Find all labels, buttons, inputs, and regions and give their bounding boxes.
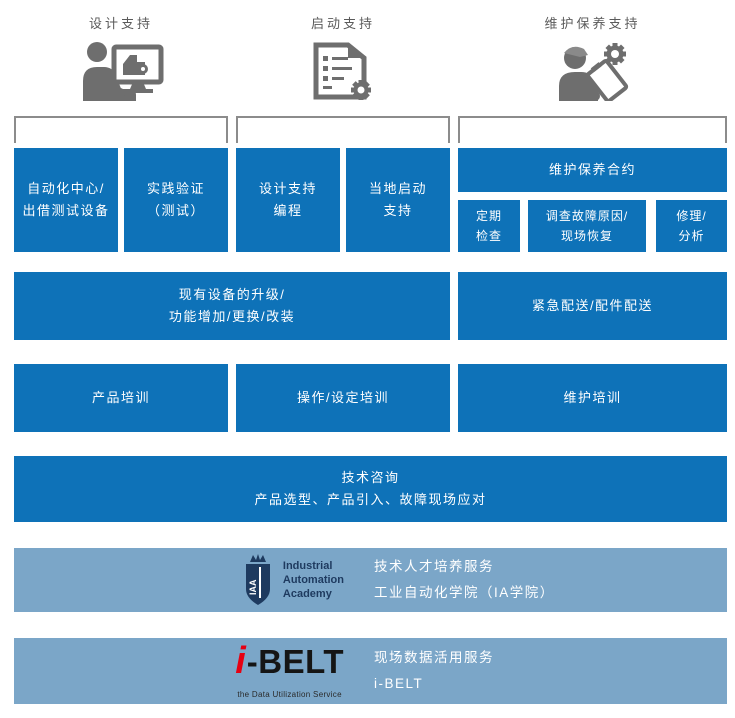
ibelt-banner: i-BELT the Data Utilization Service 现场数据…: [14, 638, 727, 704]
column-header-design: 设计支持: [88, 16, 153, 31]
box-line: 紧急配送/配件配送: [531, 298, 654, 313]
box-line: 设计支持: [258, 181, 317, 196]
ibelt-logo-belt: -BELT: [246, 642, 344, 680]
box-line: 自动化中心/: [27, 181, 105, 196]
box-line: 编程: [273, 203, 303, 218]
box-local-startup-support: 当地启动 支持: [346, 148, 450, 252]
box-line: 产品培训: [91, 390, 150, 405]
box-line: 分析: [678, 229, 705, 243]
box-repair-analysis: 修理/ 分析: [656, 200, 727, 252]
box-line: 定期: [475, 209, 502, 223]
box-line: 实践验证: [146, 181, 205, 196]
box-failure-investigation: 调查故障原因/ 现场恢复: [528, 200, 646, 252]
column-header-startup: 启动支持: [310, 16, 375, 31]
column-header-maintenance: 维护保养支持: [544, 16, 641, 31]
box-design-support-programming: 设计支持 编程: [236, 148, 340, 252]
ibelt-logo-tagline: the Data Utilization Service: [237, 689, 342, 699]
technician-clipboard-gear-icon: [458, 40, 727, 102]
document-gear-icon: [236, 40, 450, 102]
box-line: 维护培训: [563, 390, 622, 405]
academy-logo-wordmark: Industrial Automation Academy: [282, 560, 344, 600]
box-operation-training: 操作/设定培训: [236, 364, 450, 432]
ibelt-logo-i: i: [235, 639, 246, 682]
box-product-training: 产品培训: [14, 364, 228, 432]
box-line: 出借测试设备: [22, 203, 110, 218]
box-line: 检查: [475, 229, 502, 243]
box-line: 产品选型、产品引入、故障现场应对: [254, 492, 487, 507]
box-line: 维护保养合约: [548, 162, 636, 177]
box-line: 技术咨询: [341, 470, 400, 485]
box-maintenance-contract: 维护保养合约: [458, 148, 727, 192]
box-technical-consulting: 技术咨询 产品选型、产品引入、故障现场应对: [14, 456, 727, 522]
box-line: 调查故障原因/: [545, 209, 629, 223]
svg-text:IAA: IAA: [248, 579, 258, 595]
maintenance-column-bracket: [458, 116, 727, 143]
box-practice-verification: 实践验证 （测试）: [124, 148, 228, 252]
box-maintenance-training: 维护培训: [458, 364, 727, 432]
box-line: 当地启动: [368, 181, 427, 196]
box-line: 功能增加/更换/改装: [168, 309, 296, 324]
academy-logo: IAA Industrial Automation Academy: [14, 553, 344, 607]
designer-at-monitor-icon: [14, 40, 228, 102]
box-automation-center: 自动化中心/ 出借测试设备: [14, 148, 118, 252]
startup-column-bracket: [236, 116, 450, 143]
box-periodic-inspection: 定期 检查: [458, 200, 520, 252]
box-emergency-delivery: 紧急配送/配件配送: [458, 272, 727, 340]
box-line: 现有设备的升级/: [178, 287, 286, 302]
box-line: 现场恢复: [560, 229, 613, 243]
academy-description: 技术人才培养服务 工业自动化学院（IA学院）: [374, 559, 555, 600]
box-line: 操作/设定培训: [296, 390, 390, 405]
ibelt-logo: i-BELT the Data Utilization Service: [14, 642, 344, 699]
box-line: 支持: [383, 203, 413, 218]
academy-banner: IAA Industrial Automation Academy 技术人才培养…: [14, 548, 727, 612]
box-line: （测试）: [146, 203, 205, 218]
ibelt-description: 现场数据活用服务 i-BELT: [374, 650, 494, 691]
box-equipment-upgrade: 现有设备的升级/ 功能增加/更换/改装: [14, 272, 450, 340]
box-line: 修理/: [676, 209, 707, 223]
design-column-bracket: [14, 116, 228, 143]
academy-shield-icon: IAA: [245, 554, 270, 605]
